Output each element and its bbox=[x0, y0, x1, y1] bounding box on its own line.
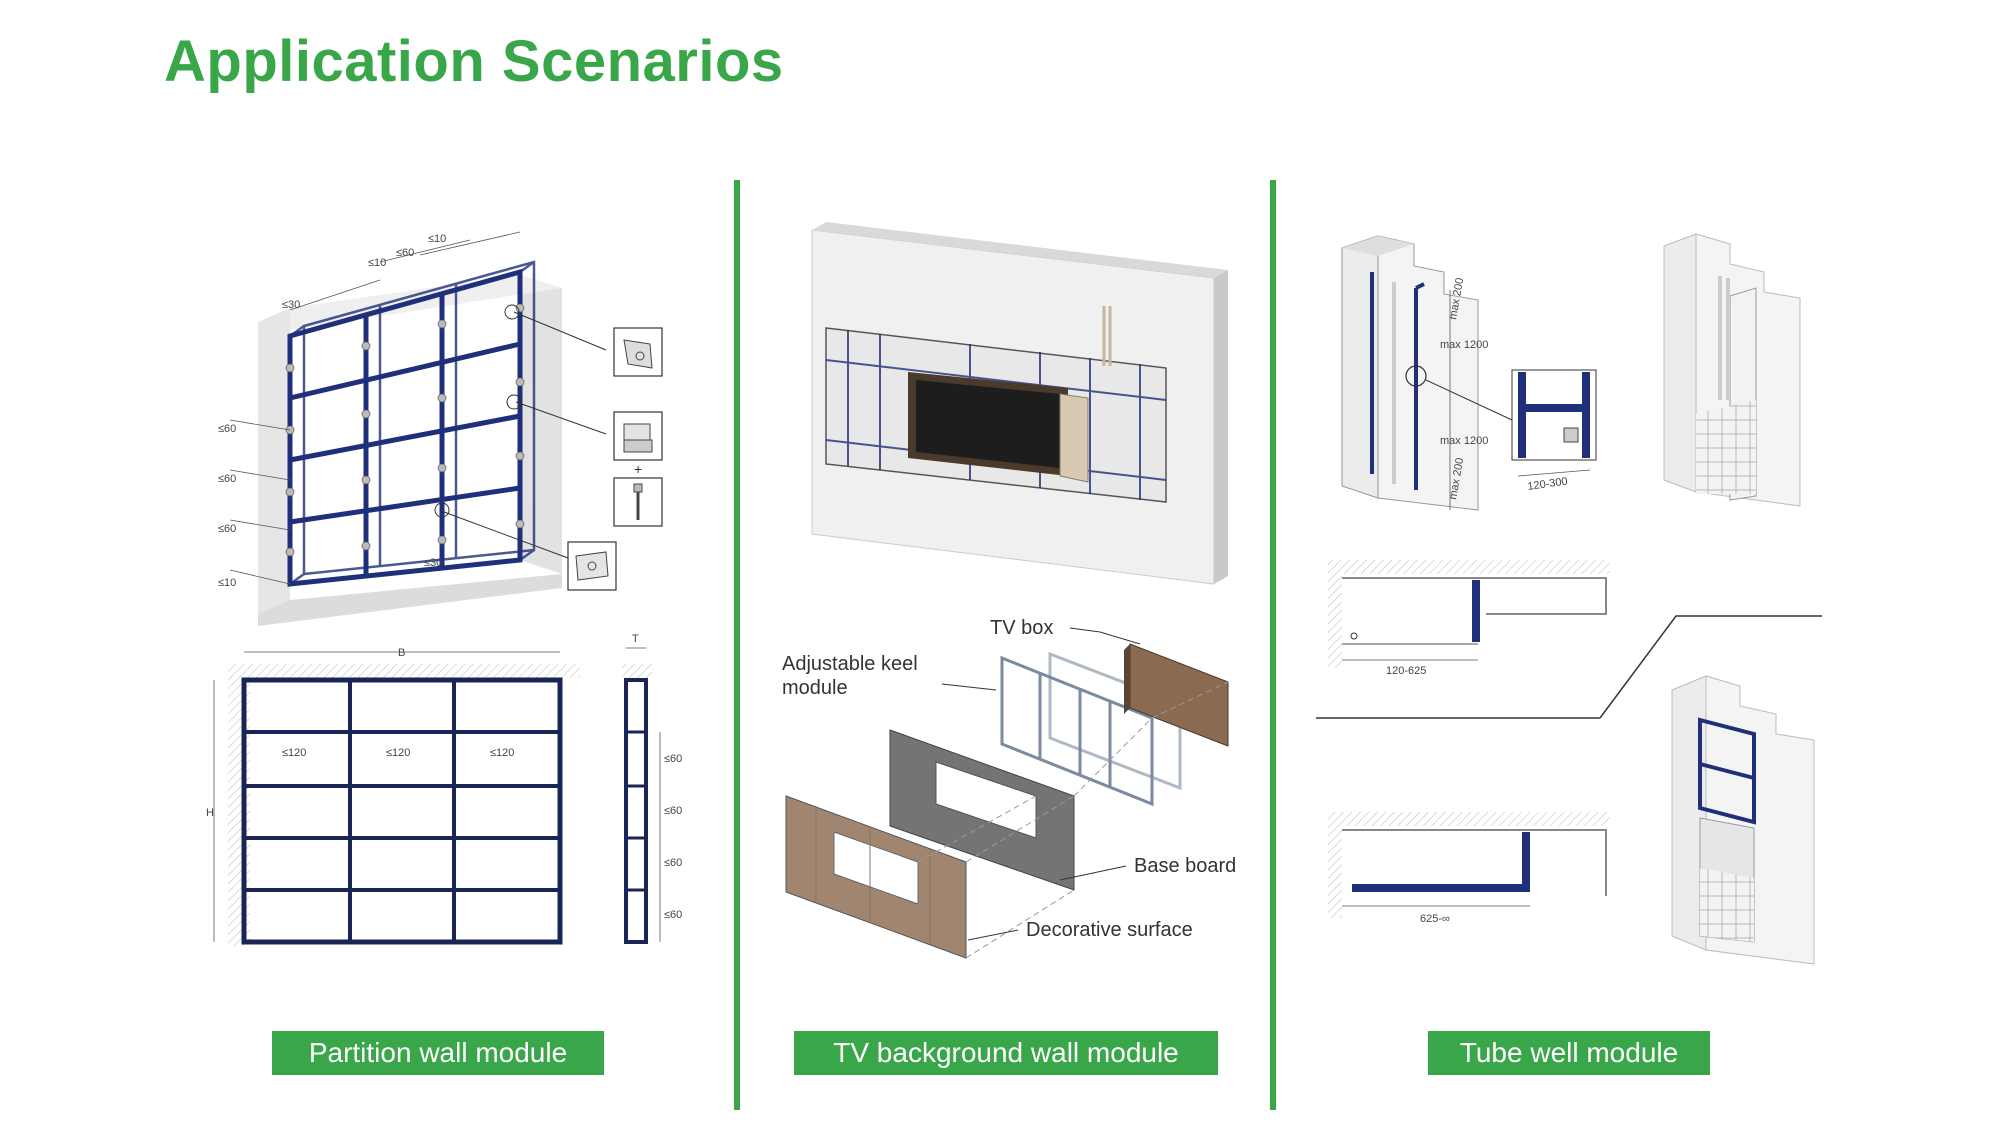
dim-label: ≤60 bbox=[664, 805, 682, 817]
dim-label: ≤10 bbox=[428, 233, 446, 245]
dim-label: ≤10 bbox=[218, 577, 236, 589]
tube-well-isometric-3 bbox=[1671, 675, 1815, 965]
tv-wall-exploded: TV box Adjustable keel module Base board… bbox=[782, 617, 1236, 959]
tube-well-isometric-2 bbox=[1663, 233, 1801, 507]
section-label-tv: TV background wall module bbox=[794, 1031, 1218, 1075]
dim-label: ≤30 bbox=[424, 557, 442, 569]
dim-label: ≤30 bbox=[282, 299, 300, 311]
dim-label: ≤60 bbox=[664, 909, 682, 921]
section-label-tube-well: Tube well module bbox=[1428, 1031, 1710, 1075]
dim-thickness-label: T bbox=[632, 633, 639, 645]
plan-separator bbox=[1599, 615, 1822, 719]
dim-label: ≤60 bbox=[218, 523, 236, 535]
bolt-detail-icon bbox=[613, 477, 663, 527]
dim-width-label: B bbox=[398, 647, 405, 659]
dim-label: ≤60 bbox=[218, 423, 236, 435]
dim-label: ≤120 bbox=[386, 747, 410, 759]
partition-wall-elevation: B H ≤120 ≤120 ≤120 T ≤60 ≤60 ≤60 ≤60 bbox=[206, 633, 682, 946]
base-board-callout: Base board bbox=[1134, 855, 1236, 877]
dim-label: max 1200 bbox=[1440, 339, 1488, 351]
tv-wall-isometric bbox=[811, 222, 1228, 585]
dim-height-label: H bbox=[206, 807, 214, 819]
tv-box-callout: TV box bbox=[990, 617, 1053, 639]
dim-label: ≤120 bbox=[490, 747, 514, 759]
dim-label: ≤120 bbox=[282, 747, 306, 759]
page-title: Application Scenarios bbox=[164, 29, 784, 94]
section-divider bbox=[1270, 180, 1276, 1110]
dim-label: max 1200 bbox=[1440, 435, 1488, 447]
dim-label: ≤60 bbox=[664, 753, 682, 765]
keel-callout-line2: module bbox=[782, 677, 848, 699]
angle-bracket-icon bbox=[613, 411, 663, 461]
section-label-partition: Partition wall module bbox=[272, 1031, 604, 1075]
tube-well-plan-2: 625-∞ bbox=[1328, 812, 1610, 925]
dim-label: 120-625 bbox=[1386, 665, 1426, 677]
dim-label: 625-∞ bbox=[1420, 913, 1450, 925]
dim-label: 120-300 bbox=[1527, 475, 1569, 493]
base-bracket-detail-icon bbox=[567, 541, 617, 591]
partition-wall-isometric: ≤60 ≤60 ≤60 ≤10 ≤30 ≤10 ≤60 ≤10 ≤30 + bbox=[218, 231, 663, 626]
section-divider bbox=[734, 180, 740, 1110]
dim-label: ≤60 bbox=[218, 473, 236, 485]
decorative-surface-callout: Decorative surface bbox=[1026, 919, 1193, 941]
dim-label: ≤10 bbox=[368, 257, 386, 269]
tube-well-isometric-1: max 200 max 1200 max 1200 max 200 120-30… bbox=[1341, 235, 1597, 511]
dim-label: ≤60 bbox=[396, 247, 414, 259]
plus-sign: + bbox=[634, 461, 642, 477]
keel-callout: Adjustable keel bbox=[782, 653, 918, 675]
bracket-detail-icon bbox=[613, 327, 663, 377]
dim-label: ≤60 bbox=[664, 857, 682, 869]
tube-well-plan-1: 120-625 bbox=[1328, 560, 1610, 677]
